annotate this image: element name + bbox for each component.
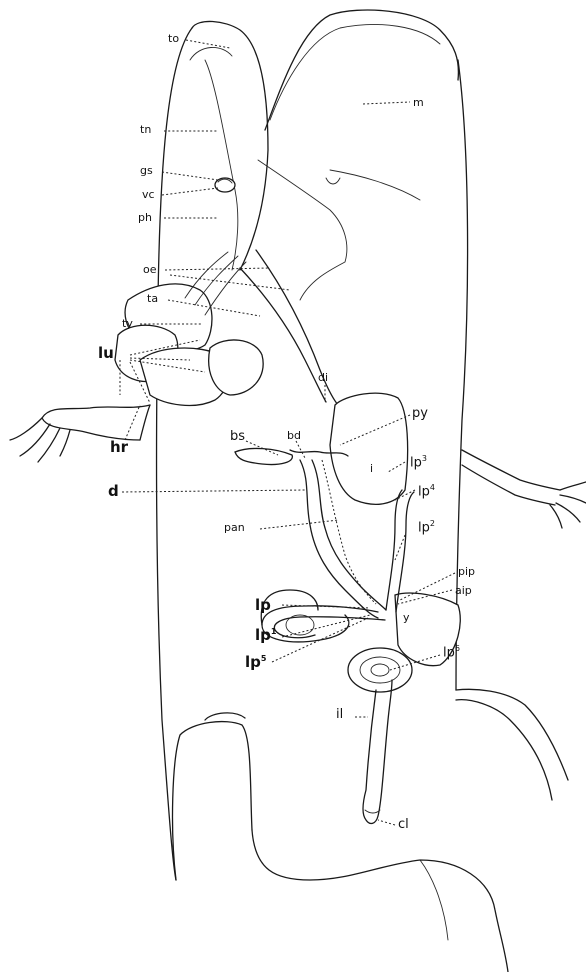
left-arm-hand (140, 405, 150, 440)
label-gs: gs (140, 165, 153, 176)
coil-spiral-inner (371, 664, 389, 676)
label-lp: lp (255, 598, 271, 613)
body-lower-right (456, 689, 568, 780)
label-py: py (412, 407, 428, 420)
label-di: di (318, 372, 328, 383)
label-pan: pan (224, 522, 245, 533)
body-lower-right-2 (456, 700, 552, 800)
label-y: y (403, 612, 410, 623)
right-arm-2 (462, 465, 555, 505)
cloaca (365, 810, 380, 813)
heart-right (209, 340, 263, 395)
left-fingers (10, 418, 70, 462)
pharynx-right (330, 170, 420, 200)
label-oe: oe (143, 264, 157, 275)
coil-spiral-mid (360, 657, 400, 683)
label-lp6: lp6 (443, 645, 460, 659)
label-tn: tn (140, 124, 151, 135)
tongue-region (205, 60, 238, 270)
label-i: i (370, 463, 373, 474)
jaw-outline (192, 21, 268, 270)
label-m: m (413, 97, 424, 108)
label-il: il (336, 708, 343, 721)
label-lp1: lp1 (255, 628, 276, 643)
bile-sac (235, 448, 292, 464)
label-aip: aip (455, 585, 472, 596)
ileum (363, 680, 392, 823)
lower-body-right (252, 830, 508, 972)
label-lp2: lp2 (418, 520, 435, 534)
label-to: to (168, 33, 179, 44)
right-arm (462, 450, 560, 490)
label-lp5: lp5 (245, 655, 266, 670)
label-ph: ph (138, 212, 152, 223)
label-lp4: lp4 (418, 484, 435, 498)
body-outline (157, 28, 192, 880)
jaw-inner (190, 47, 232, 60)
label-lu: lu (98, 346, 114, 361)
label-lp3: lp3 (410, 455, 427, 469)
label-vc: vc (142, 189, 155, 200)
label-pip: pip (458, 566, 475, 577)
pharynx-outline (258, 160, 347, 300)
left-leg (173, 722, 252, 880)
intestine-coil-left (262, 606, 378, 642)
coil-spiral-outer (348, 648, 412, 692)
label-bs: bs (230, 430, 245, 443)
left-leg-inner (205, 713, 245, 720)
glottis (215, 178, 235, 192)
label-d: d (108, 484, 119, 499)
label-ta: ta (147, 293, 158, 304)
label-cl: cl (398, 818, 409, 831)
internal-nares (326, 178, 340, 184)
left-arm (42, 405, 150, 440)
lower-leg-lines (420, 860, 448, 940)
label-ty: ty (122, 318, 133, 329)
liver (330, 393, 408, 504)
label-bd: bd (287, 430, 301, 441)
label-hr: hr (110, 440, 128, 455)
